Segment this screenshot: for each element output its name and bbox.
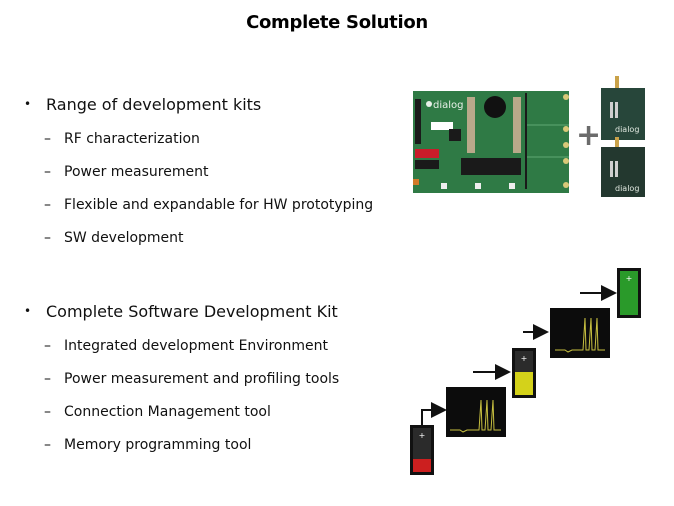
sub-bullet: –Integrated development Environment <box>24 337 339 355</box>
battery-medium-icon: + <box>512 348 536 398</box>
dash-icon: – <box>44 230 51 246</box>
daughterboard-graphic: dialog <box>601 137 645 197</box>
bullet-heading: • Complete Software Development Kit <box>24 300 339 322</box>
heading-text: Range of development kits <box>46 94 262 114</box>
arrow-icon <box>421 402 447 425</box>
plus-icon: + <box>576 118 602 153</box>
daughterboard-image-1: dialog <box>600 76 646 142</box>
bullet-icon: • <box>24 304 32 318</box>
daughterboard-logo: dialog <box>615 184 639 193</box>
motherboard-graphic: dialog <box>413 91 569 193</box>
sub-bullet-text: Power measurement <box>64 164 209 180</box>
section-sdk: • Complete Software Development Kit –Int… <box>24 300 339 454</box>
sub-bullet-text: SW development <box>64 230 184 246</box>
dash-icon: – <box>44 131 51 147</box>
daughterboard-logo: dialog <box>615 125 639 134</box>
svg-text:+: + <box>521 354 528 363</box>
sub-bullet: –RF characterization <box>24 130 373 148</box>
daughterboard-graphic: dialog <box>601 76 645 140</box>
sub-bullet-text: Memory programming tool <box>64 437 252 453</box>
slide-title: Complete Solution <box>246 12 428 33</box>
motherboard-image: dialog <box>413 91 569 193</box>
svg-text:+: + <box>626 274 633 283</box>
sub-bullet: –Flexible and expandable for HW prototyp… <box>24 196 373 214</box>
bullet-icon: • <box>24 97 32 111</box>
power-trace-screen-1 <box>446 387 506 437</box>
dash-icon: – <box>44 437 51 453</box>
svg-text:+: + <box>419 431 426 440</box>
power-trace-screen-2 <box>550 308 610 358</box>
dash-icon: – <box>44 164 51 180</box>
sub-bullet: –Power measurement <box>24 163 373 181</box>
power-profile-diagram: + + + <box>410 268 641 475</box>
daughterboard-image-2: dialog <box>600 137 646 199</box>
sub-bullet-text: Flexible and expandable for HW prototypi… <box>64 197 374 213</box>
dash-icon: – <box>44 404 51 420</box>
dash-icon: – <box>44 197 51 213</box>
sub-bullet-text: Integrated development Environment <box>64 338 328 354</box>
bullet-heading: • Range of development kits <box>24 93 373 115</box>
motherboard-logo: dialog <box>433 100 464 111</box>
heading-text: Complete Software Development Kit <box>46 301 338 321</box>
sub-bullet-text: Connection Management tool <box>64 404 271 420</box>
section-dev-kits: • Range of development kits –RF characte… <box>24 93 373 247</box>
sub-bullet: –Power measurement and profiling tools <box>24 370 339 388</box>
sub-bullet: –Memory programming tool <box>24 436 339 454</box>
dash-icon: – <box>44 371 51 387</box>
sub-bullet-text: Power measurement and profiling tools <box>64 371 340 387</box>
sub-bullet-text: RF characterization <box>64 131 200 147</box>
sub-bullet: –Connection Management tool <box>24 403 339 421</box>
sub-bullet: –SW development <box>24 229 373 247</box>
dash-icon: – <box>44 338 51 354</box>
battery-low-icon: + <box>410 425 434 475</box>
battery-full-icon: + <box>617 268 641 318</box>
